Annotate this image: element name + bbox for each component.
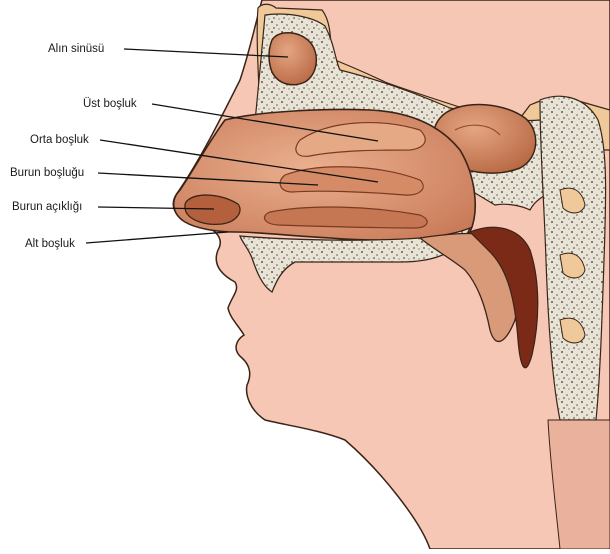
label-burun-boslugu: Burun boşluğu <box>10 166 84 180</box>
frontal-sinus <box>269 33 316 85</box>
leader-alt-bosluk <box>86 232 228 243</box>
face-skin <box>173 0 610 549</box>
label-orta-bosluk: Orta boşluk <box>30 133 89 147</box>
label-burun-acikligi: Burun açıklığı <box>12 200 82 214</box>
label-alin-sinusu: Alın sinüsü <box>48 42 104 56</box>
label-ust-bosluk: Üst boşluk <box>83 97 137 111</box>
label-alt-bosluk: Alt boşluk <box>25 237 75 251</box>
